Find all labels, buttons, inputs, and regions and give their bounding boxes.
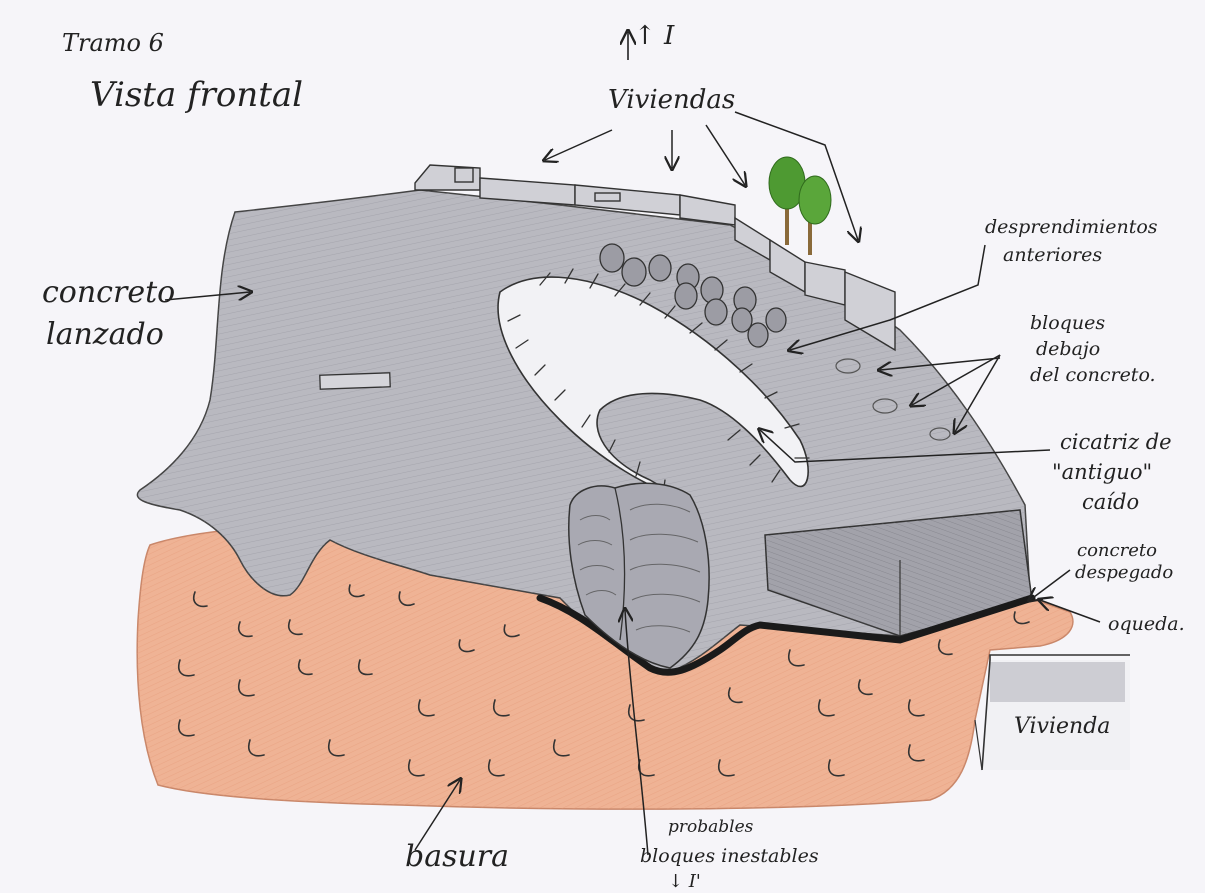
label-caido: caído (1082, 490, 1139, 514)
trees (769, 157, 831, 255)
label-concreto-despegado-1: concreto (1077, 541, 1157, 562)
label-probables: probables (668, 818, 753, 838)
label-antiguo: "antiguo" (1052, 460, 1152, 484)
label-concreto: concreto (42, 276, 175, 311)
label-basura: basura (405, 840, 509, 875)
section-label-bottom: ↓ I' (668, 872, 701, 893)
vivienda-right (975, 655, 1130, 770)
label-vivienda: Vivienda (1014, 714, 1110, 739)
concrete-small-block (320, 373, 390, 389)
label-viviendas: Viviendas (608, 86, 735, 116)
label-lanzado: lanzado (46, 318, 164, 353)
section-label-top: ↑ I (634, 22, 674, 52)
label-bloques: bloques (1030, 313, 1105, 335)
drawing-title: Tramo 6 (62, 30, 164, 58)
label-cicatriz: cicatriz de (1060, 430, 1172, 454)
label-del-concreto: del concreto. (1030, 365, 1156, 387)
label-concreto-despegado-2: despegado (1075, 563, 1173, 584)
label-oqueda: oqueda. (1108, 614, 1185, 636)
label-bloques-inestables: bloques inestables (640, 846, 819, 868)
label-desprendimientos: desprendimientos (985, 217, 1158, 239)
drawing-subtitle: Vista frontal (90, 76, 303, 115)
label-anteriores: anteriores (1003, 245, 1102, 267)
label-debajo: debajo (1036, 339, 1100, 361)
